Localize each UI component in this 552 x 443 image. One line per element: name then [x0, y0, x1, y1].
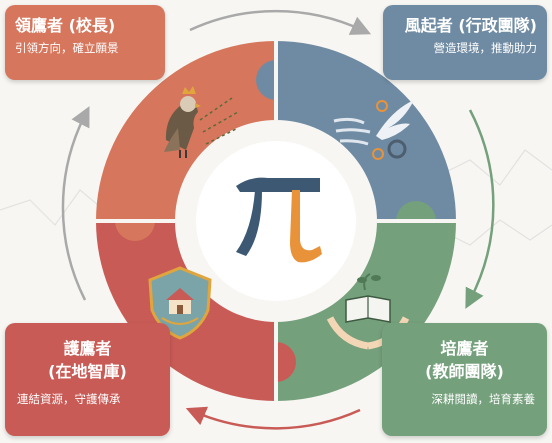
background-line [439, 149, 552, 186]
cycle-arrow-right [465, 109, 495, 309]
card-title: 風起者 (行政團隊) [404, 16, 537, 35]
cycle-arrow-left [61, 106, 90, 301]
card-title-sub: (在地智庫) [48, 362, 127, 381]
shield-house-icon [148, 266, 212, 340]
card-teacher-team: 培鷹者 (教師團隊) 深耕閱讀，培育素養 [382, 323, 547, 436]
card-subtitle: 深耕閱讀，培育素養 [431, 392, 536, 406]
card-local-think-tank: 護鷹者 (在地智庫) 連結資源，守護傳承 [5, 323, 170, 436]
card-title: 護鷹者 [63, 339, 112, 358]
card-admin-team: 風起者 (行政團隊) 營造環境，推動助力 [383, 5, 547, 80]
center-circle-inner [196, 141, 356, 301]
wind-gear-icon [333, 100, 414, 160]
card-subtitle: 連結資源，守護傳承 [17, 392, 121, 406]
card-title: 領鷹者 (校長) [15, 16, 116, 35]
background-line [0, 189, 111, 226]
card-leader-principal: 領鷹者 (校長) 引領方向，確立願景 [5, 5, 165, 80]
cycle-arrow-bottom [185, 406, 361, 430]
card-subtitle: 營造環境，推動助力 [433, 41, 538, 55]
eagle-icon [164, 86, 239, 158]
card-title: 培鷹者 [440, 339, 489, 358]
pi-icon [236, 177, 322, 263]
card-subtitle: 引領方向，確立願景 [15, 41, 119, 55]
card-title-sub: (教師團隊) [425, 362, 504, 381]
cycle-arrow-top [189, 9, 372, 35]
background-line [439, 219, 552, 246]
